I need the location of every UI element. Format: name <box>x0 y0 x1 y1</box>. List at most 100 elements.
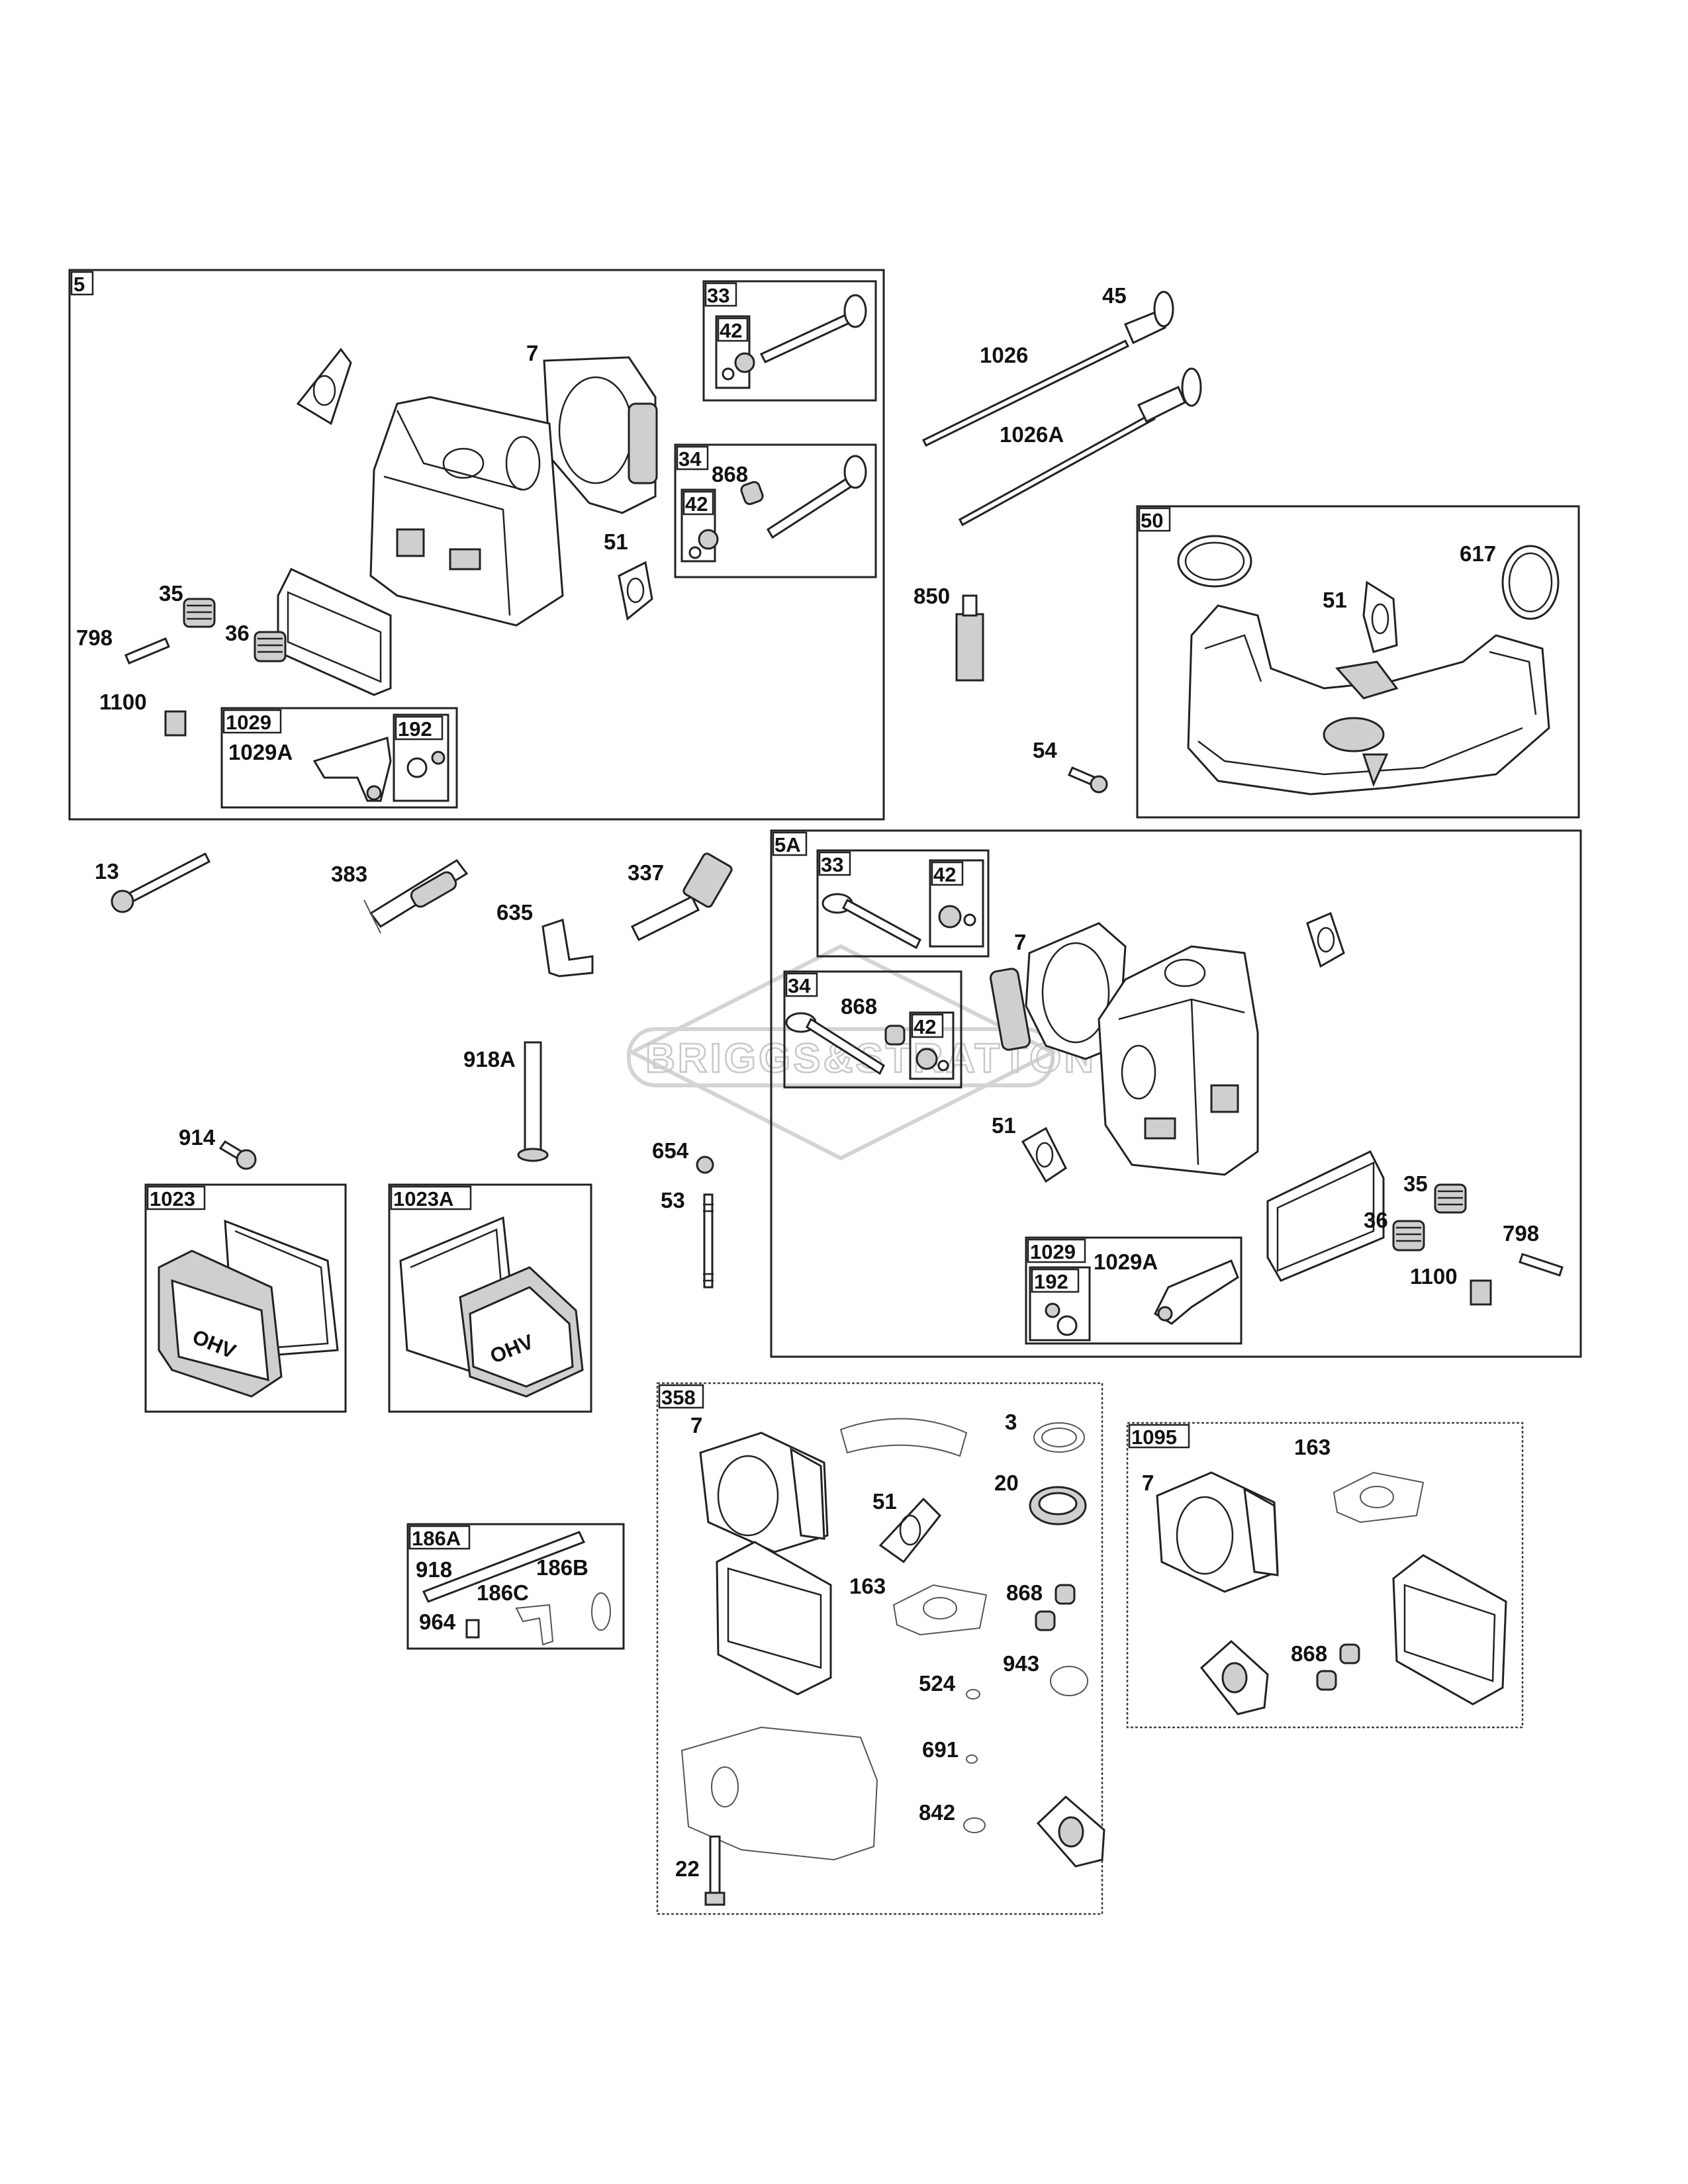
callout-524: 524 <box>919 1671 956 1696</box>
exhaust-valve-head <box>843 455 867 489</box>
callout-798: 798 <box>76 625 113 650</box>
callout-918A: 918A <box>463 1047 516 1071</box>
valve-keeper <box>698 529 719 550</box>
rocker-arm <box>312 737 392 802</box>
cylinder-head-gasket <box>543 356 657 514</box>
callout-53: 53 <box>661 1188 685 1212</box>
callout-163: 163 <box>849 1574 886 1598</box>
callout-36: 36 <box>1364 1208 1388 1232</box>
callout-5: 5 <box>73 273 85 296</box>
callout-7: 7 <box>526 341 538 365</box>
exhaust-gasket <box>618 561 653 621</box>
guide-plate-5a <box>1470 1279 1492 1306</box>
o-ring-842 <box>963 1817 986 1833</box>
callout-51: 51 <box>872 1489 897 1514</box>
callout-34: 34 <box>679 447 702 471</box>
callout-3: 3 <box>1005 1410 1017 1434</box>
group-5a-cylinder-head-assembly: 5A 33 42 34 868 42 7 <box>770 829 1582 1358</box>
manifold-port <box>1323 717 1385 752</box>
valve-keeper-small <box>722 367 735 381</box>
callout-192: 192 <box>1034 1270 1068 1293</box>
head-port <box>396 528 425 557</box>
valve-spring-36-5a <box>1392 1220 1425 1251</box>
group-358-gasket-set: 358 7 3 20 51 163 868 524 943 691 842 <box>656 1382 1105 1915</box>
clamp-964 <box>465 1619 480 1639</box>
callout-7: 7 <box>1142 1471 1154 1495</box>
callout-34: 34 <box>788 974 811 997</box>
callout-35: 35 <box>1403 1171 1428 1196</box>
gasket-strip-358 <box>839 1418 968 1457</box>
exhaust-valve-stem <box>766 472 861 539</box>
valve-keeper <box>734 352 755 373</box>
dipstick-tube-918A <box>524 1041 542 1153</box>
group-5-cylinder-head-assembly: 5 33 42 34 868 42 7 <box>68 269 885 821</box>
callout-163: 163 <box>1294 1435 1331 1459</box>
callout-42: 42 <box>933 863 956 886</box>
sealant-cap <box>962 594 978 617</box>
push-rods: 45 1026 1026A 850 54 <box>914 283 1202 794</box>
gasket-163-1095 <box>1333 1471 1425 1524</box>
callout-192: 192 <box>398 717 432 741</box>
callout-22: 22 <box>675 1856 700 1881</box>
gasket-5a <box>1306 911 1345 968</box>
callout-1026: 1026 <box>980 343 1028 367</box>
rocker-arm-5a <box>1154 1259 1239 1325</box>
callout-20: 20 <box>994 1471 1019 1495</box>
rocker-cover-gasket-5a <box>1266 1150 1385 1282</box>
callout-1100: 1100 <box>99 690 147 714</box>
intake-manifold <box>1187 604 1550 796</box>
callout-1029A: 1029A <box>1094 1250 1158 1274</box>
manifold-o-ring-right <box>1501 545 1560 620</box>
callout-186A: 186A <box>412 1527 461 1550</box>
callout-868: 868 <box>1291 1641 1327 1666</box>
callout-1095: 1095 <box>1131 1426 1177 1449</box>
manifold-o-ring-left <box>1177 535 1252 588</box>
callout-42: 42 <box>685 492 708 516</box>
callout-943: 943 <box>1003 1651 1039 1676</box>
gasket-163-358 <box>892 1584 988 1636</box>
callout-1029A: 1029A <box>228 740 293 764</box>
callout-186B: 186B <box>536 1555 588 1580</box>
callout-914: 914 <box>179 1125 216 1150</box>
callout-383: 383 <box>331 862 367 886</box>
callout-1026A: 1026A <box>1000 422 1064 447</box>
callout-33: 33 <box>821 853 843 876</box>
callout-50: 50 <box>1141 509 1163 532</box>
spark-plug-insulator <box>682 852 733 908</box>
rocker-nut-small <box>431 751 445 765</box>
valve-keeper-small <box>688 546 702 559</box>
callout-358: 358 <box>661 1386 696 1409</box>
callout-1029: 1029 <box>226 711 271 734</box>
bolt-22 <box>709 1835 721 1901</box>
callout-337: 337 <box>628 860 664 885</box>
rocker-stud <box>124 637 170 664</box>
valve-34b-stem <box>806 1017 885 1075</box>
callout-842: 842 <box>919 1800 955 1825</box>
valve-spring-36 <box>254 631 287 662</box>
callout-654: 654 <box>652 1138 689 1163</box>
head-boss <box>449 548 481 570</box>
spark-plug-body <box>630 895 700 942</box>
o-ring-524 <box>966 1689 980 1700</box>
callout-1029: 1029 <box>1030 1240 1076 1263</box>
group-1023a-valve-cover: 1023A OHV <box>388 1183 592 1413</box>
callout-54: 54 <box>1033 738 1057 762</box>
stud-53 <box>703 1193 714 1289</box>
callout-51: 51 <box>1323 588 1347 612</box>
rocker-nut <box>406 757 428 778</box>
callout-1023A: 1023A <box>393 1187 453 1210</box>
push-rod-1026 <box>921 339 1130 447</box>
callout-850: 850 <box>914 584 950 608</box>
group-1023-valve-cover: 1023 OHV <box>144 1183 347 1413</box>
gasket-51-358 <box>878 1497 942 1564</box>
elbow-fitting-635 <box>541 919 594 978</box>
callout-36: 36 <box>225 621 250 645</box>
fitting-186C <box>515 1604 554 1646</box>
rocker-stud-5a <box>1519 1253 1564 1277</box>
callout-7: 7 <box>1014 930 1026 954</box>
group-1095-gasket-set: 1095 7 163 868 <box>1126 1422 1524 1729</box>
valve-45-head <box>1153 291 1174 328</box>
callout-617: 617 <box>1460 541 1496 566</box>
group-186a-breather: 186A 918 186B 186C 964 <box>406 1523 625 1650</box>
